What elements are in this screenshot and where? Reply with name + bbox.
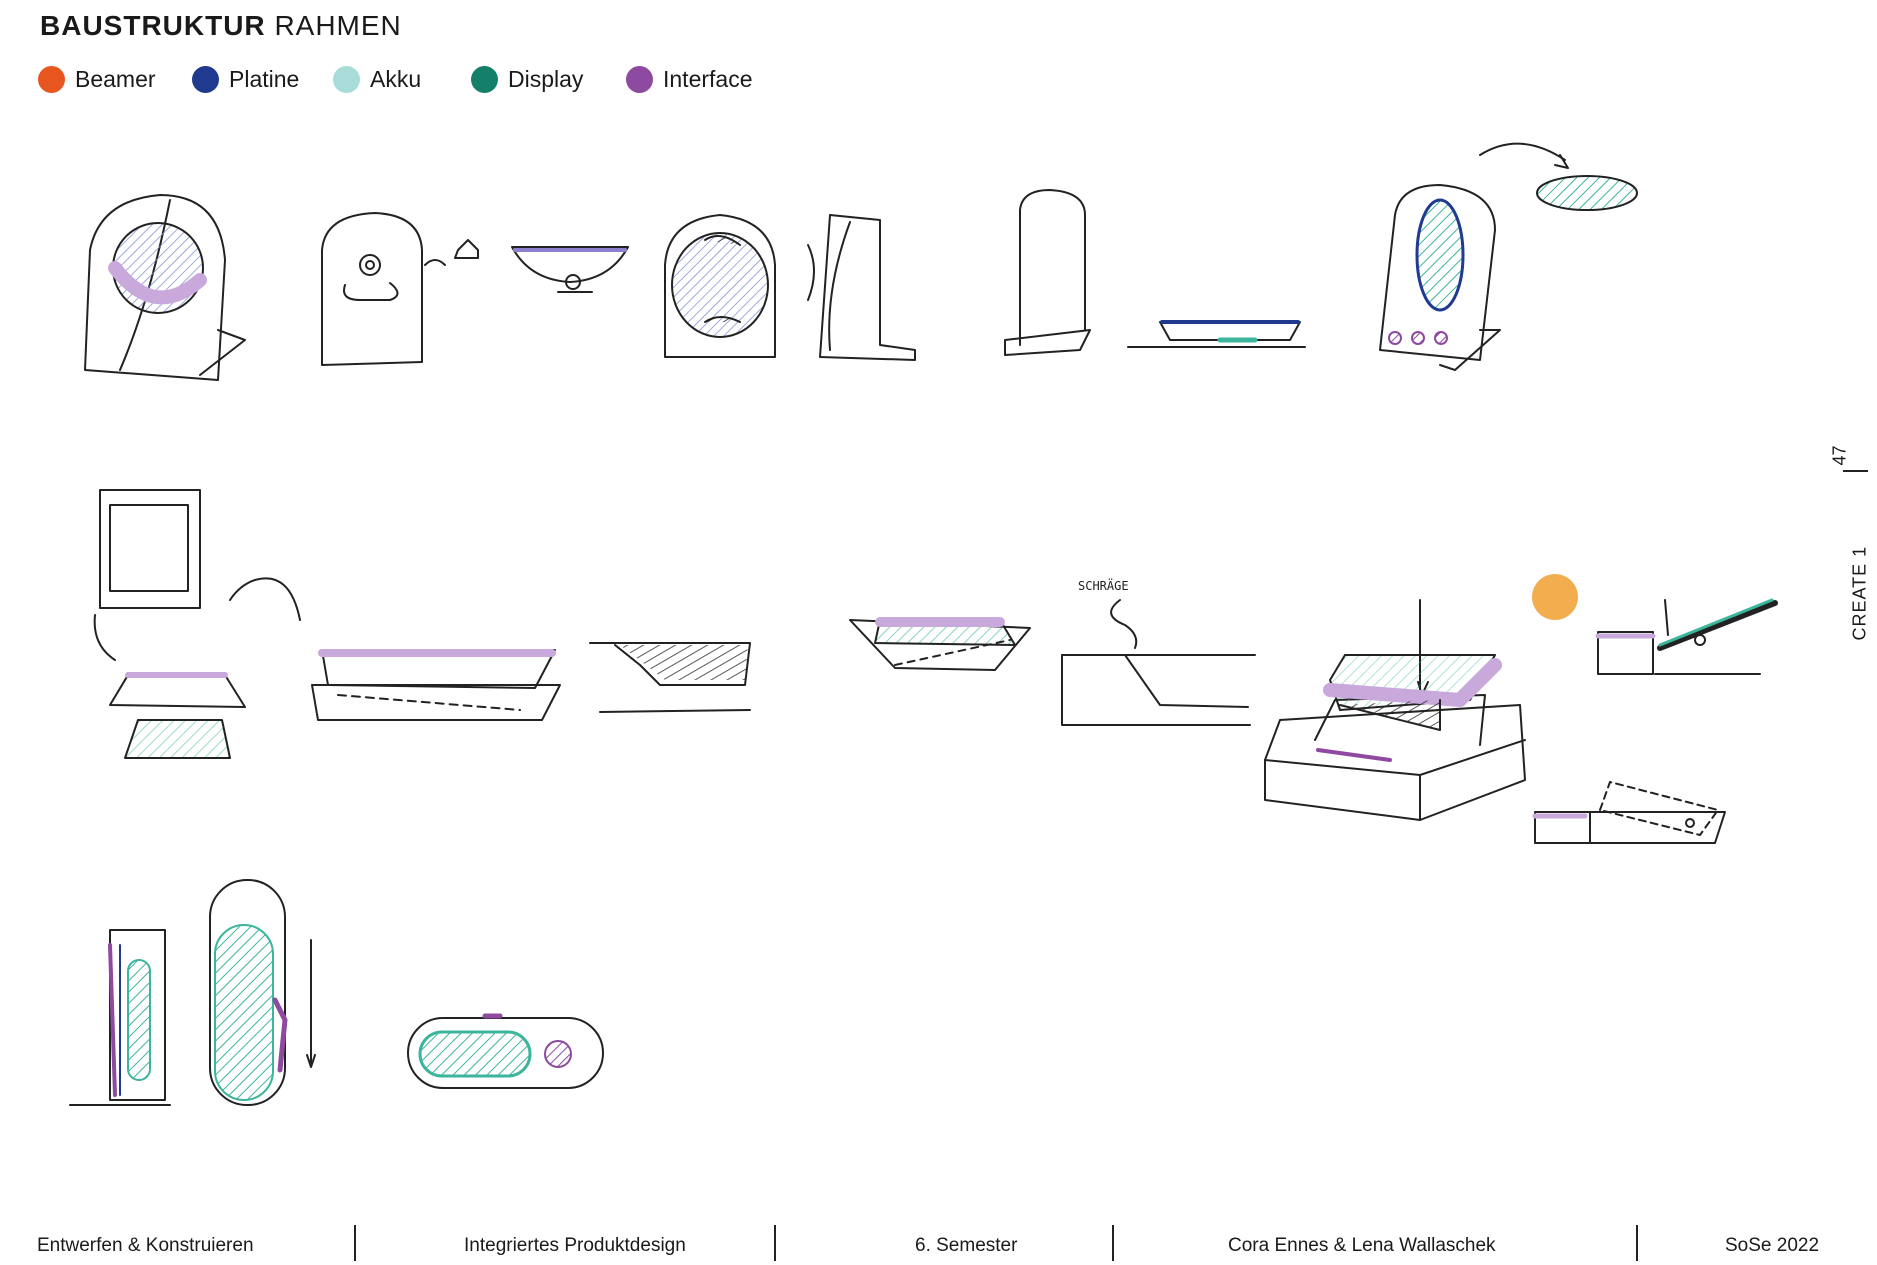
sketch-capsule-device — [209, 879, 316, 1106]
sketch-arch-stand — [1004, 189, 1091, 356]
sketch-frame-display — [1379, 142, 1638, 371]
footer-divider — [1636, 1225, 1638, 1261]
display-color-dot — [471, 66, 498, 93]
platine-color-dot — [192, 66, 219, 93]
footer-authors: Cora Ennes & Lena Wallaschek — [1228, 1235, 1496, 1256]
sketch-stacked-box — [1264, 599, 1526, 821]
sketch-lever — [1595, 598, 1778, 675]
sketch-horizontal-device — [407, 1013, 604, 1089]
footer-divider — [774, 1225, 776, 1261]
legend-item-display: Display — [471, 66, 583, 93]
legend-label: Akku — [370, 66, 422, 92]
side-divider — [1843, 470, 1868, 472]
sketch-frame-1 — [84, 194, 246, 381]
legend-item-beamer: Beamer — [38, 66, 156, 93]
legend-label: Beamer — [75, 66, 156, 92]
title-bold: BAUSTRUKTUR — [40, 10, 266, 41]
legend-label: Display — [508, 66, 584, 92]
legend-item-platine: Platine — [192, 66, 299, 93]
footer-divider — [354, 1225, 356, 1261]
sketch-tray-section — [311, 649, 561, 721]
footer-term: SoSe 2022 — [1725, 1235, 1820, 1256]
accent-dot — [1532, 574, 1578, 620]
footer-course: Entwerfen & Konstruieren — [37, 1235, 254, 1256]
sketch-profile-hatch — [589, 642, 751, 713]
sketch-bowl-1 — [511, 246, 629, 293]
color-legend: Beamer Platine Akku Display Interface — [0, 66, 800, 106]
side-margin: 47 CREATE 1 — [1830, 420, 1877, 640]
sketch-side-profile — [819, 214, 916, 361]
sketch-frame-2 — [321, 212, 479, 366]
sketch-tray — [1127, 320, 1306, 348]
interface-color-dot — [626, 66, 653, 93]
legend-label: Platine — [229, 66, 300, 92]
sketch-frame-3 — [664, 214, 815, 358]
course-label: CREATE 1 — [1849, 545, 1870, 641]
sketch-tall-device — [69, 929, 171, 1106]
footer-semester: 6. Semester — [915, 1235, 1018, 1256]
akku-color-dot — [333, 66, 360, 93]
footer-program: Integriertes Produktdesign — [464, 1235, 686, 1256]
legend-item-akku: Akku — [333, 66, 421, 93]
sketch-box-monitor — [93, 489, 301, 759]
sketch-slider — [1532, 781, 1726, 844]
title-light: RAHMEN — [274, 10, 402, 41]
beamer-color-dot — [38, 66, 65, 93]
page-title: BAUSTRUKTUR RAHMEN — [40, 10, 402, 42]
page-footer: Entwerfen & Konstruieren Integriertes Pr… — [0, 1225, 1877, 1265]
sketch-wedge — [849, 617, 1031, 671]
page-number: 47 — [1829, 445, 1850, 466]
footer-divider — [1112, 1225, 1114, 1261]
legend-item-interface: Interface — [626, 66, 753, 93]
schraege-note: SCHRÄGE — [1078, 578, 1129, 593]
sketch-schraege: SCHRÄGE — [1061, 578, 1256, 726]
legend-label: Interface — [663, 66, 753, 92]
